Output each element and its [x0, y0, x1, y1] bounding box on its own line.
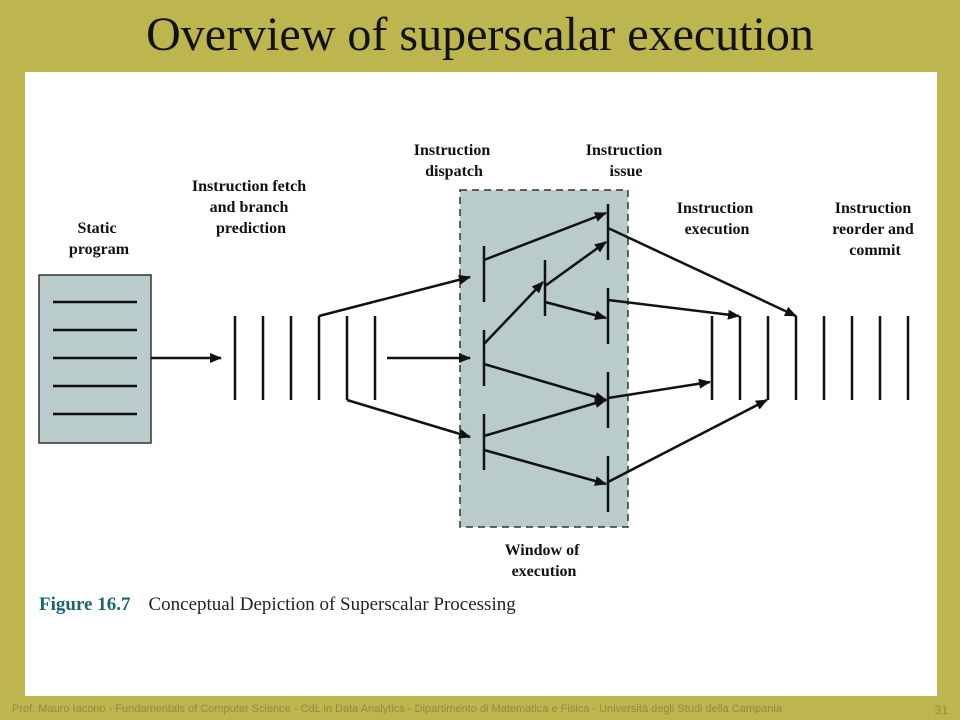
- static-program-box: [38, 274, 152, 444]
- arrow-dispatch-to-issue-1: [483, 211, 607, 262]
- footer-credit: Prof. Mauro Iacono - Fundamentals of Com…: [12, 703, 782, 715]
- fetch-stream: [233, 316, 377, 400]
- arrow-dispatch-to-issue-5: [483, 362, 607, 402]
- arrow-issue-to-exec-1: [607, 226, 797, 318]
- arrow-dispatch-to-issue-4: [544, 300, 607, 321]
- figure-caption: Figure 16.7 Conceptual Depiction of Super…: [39, 594, 516, 616]
- execution-commit-stream: [710, 316, 910, 400]
- label-issue: Instruction issue: [586, 142, 666, 180]
- arrow-dispatch-to-issue-7: [483, 448, 607, 486]
- dispatch-bars: [482, 246, 547, 470]
- arrow-issue-to-exec-2: [607, 298, 740, 320]
- arrow-dispatch-to-issue-2: [483, 281, 544, 345]
- figure-panel: Static program Instruction fetch and bra…: [25, 72, 937, 696]
- superscalar-diagram: Static program Instruction fetch and bra…: [38, 142, 918, 580]
- figure-number: Figure 16.7: [39, 594, 131, 615]
- arrow-dispatch-to-issue-6: [483, 398, 607, 438]
- arrow-dispatch-to-issue-3: [544, 240, 607, 288]
- page-number: 31: [934, 703, 948, 717]
- arrow-issue-to-exec-4: [607, 398, 768, 484]
- label-static-program: Static program: [69, 220, 130, 258]
- figure-caption-text: Conceptual Depiction of Superscalar Proc…: [148, 594, 516, 615]
- label-fetch-branch: Instruction fetch and branch prediction: [192, 178, 310, 237]
- label-window: Window of execution: [505, 542, 584, 580]
- slide-title: Overview of superscalar execution: [146, 8, 814, 61]
- label-reorder-commit: Instruction reorder and commit: [832, 200, 918, 259]
- arrow-issue-to-exec-3: [607, 378, 711, 400]
- arrow-fetch-to-dispatch-3: [346, 398, 471, 439]
- label-dispatch: Instruction dispatch: [414, 142, 494, 180]
- arrow-fetch-to-dispatch-1: [318, 274, 471, 318]
- label-execution: Instruction execution: [677, 200, 757, 238]
